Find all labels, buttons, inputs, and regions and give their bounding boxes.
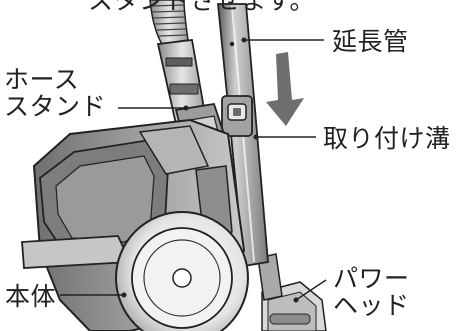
leader-dot-hose-stand bbox=[183, 105, 189, 111]
label-power-head-line1: パワー bbox=[333, 264, 410, 293]
label-mounting-groove: 取り付け溝 bbox=[323, 125, 451, 152]
label-hose-stand: ホース スタンド bbox=[4, 66, 106, 120]
leader-line-power-head bbox=[295, 279, 327, 301]
down-arrow-icon bbox=[266, 52, 304, 126]
label-hose-stand-line2: スタンド bbox=[4, 92, 107, 121]
hose bbox=[149, 0, 208, 126]
label-extension-pipe: 延長管 bbox=[332, 28, 409, 55]
power-head bbox=[257, 253, 327, 331]
label-power-head: パワー ヘッド bbox=[333, 265, 410, 319]
caption-fragment: スタンドさせます。 bbox=[88, 0, 315, 14]
leader-lines bbox=[60, 39, 327, 301]
leader-dot-power-head bbox=[293, 297, 299, 303]
label-power-head-line2: ヘッド bbox=[333, 291, 410, 320]
leader-dot-extension-pipe bbox=[241, 37, 247, 43]
label-extension-pipe-text: 延長管 bbox=[332, 27, 409, 56]
leader-dots bbox=[121, 37, 299, 303]
leader-dot-mounting-groove bbox=[253, 134, 259, 140]
main-wheel bbox=[115, 211, 249, 331]
caption-fragment-text: スタンドさせます。 bbox=[88, 0, 316, 15]
label-mounting-groove-text: 取り付け溝 bbox=[323, 124, 451, 153]
label-main-body: 本体 bbox=[5, 283, 56, 310]
extension-pipe bbox=[217, 3, 269, 268]
leader-dot-main-body bbox=[121, 292, 127, 298]
label-main-body-text: 本体 bbox=[5, 282, 57, 311]
label-hose-stand-line1: ホース bbox=[4, 65, 80, 94]
